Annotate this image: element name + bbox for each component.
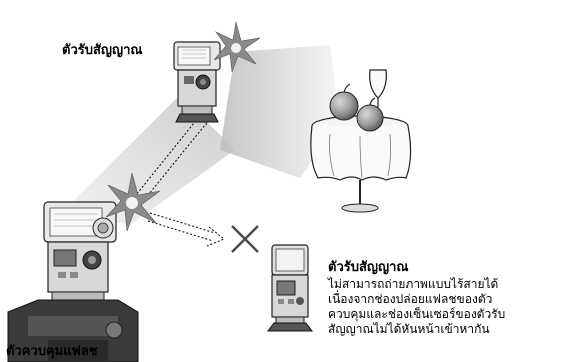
commander-light-beam: [62, 95, 235, 225]
receiver-light-beam: [220, 45, 340, 178]
receiver-flash-bottom: [267, 244, 313, 332]
receiver-label-bottom: ตัวรับสัญญาณ: [328, 260, 409, 275]
blocked-signal-note: ไม่สามารถถ่ายภาพแบบไร้สายได้ เนื่องจากช่…: [328, 277, 505, 337]
note-line: ควบคุมและช่องเซ็นเซอร์ของตัวรับ: [328, 307, 506, 321]
note-line: ไม่สามารถถ่ายภาพแบบไร้สายได้: [328, 277, 499, 291]
fruit-table-icon: [310, 69, 412, 213]
flash-burst-top: [213, 21, 261, 73]
x-mark-icon: [231, 225, 259, 253]
flash-burst-commander: [105, 172, 161, 232]
note-line: เนื่องจากช่องปล่อยแฟลชของตัว: [328, 292, 493, 306]
commander-flash: [7, 201, 139, 362]
receiver-flash-top: [173, 41, 221, 123]
commander-label: ตัวควบคุมแฟลช: [6, 344, 98, 359]
signal-arrow-blocked: [147, 212, 225, 247]
receiver-label-top: ตัวรับสัญญาณ: [62, 43, 143, 58]
note-line: สัญญาณไม่ได้หันหน้าเข้าหากัน: [328, 322, 490, 336]
